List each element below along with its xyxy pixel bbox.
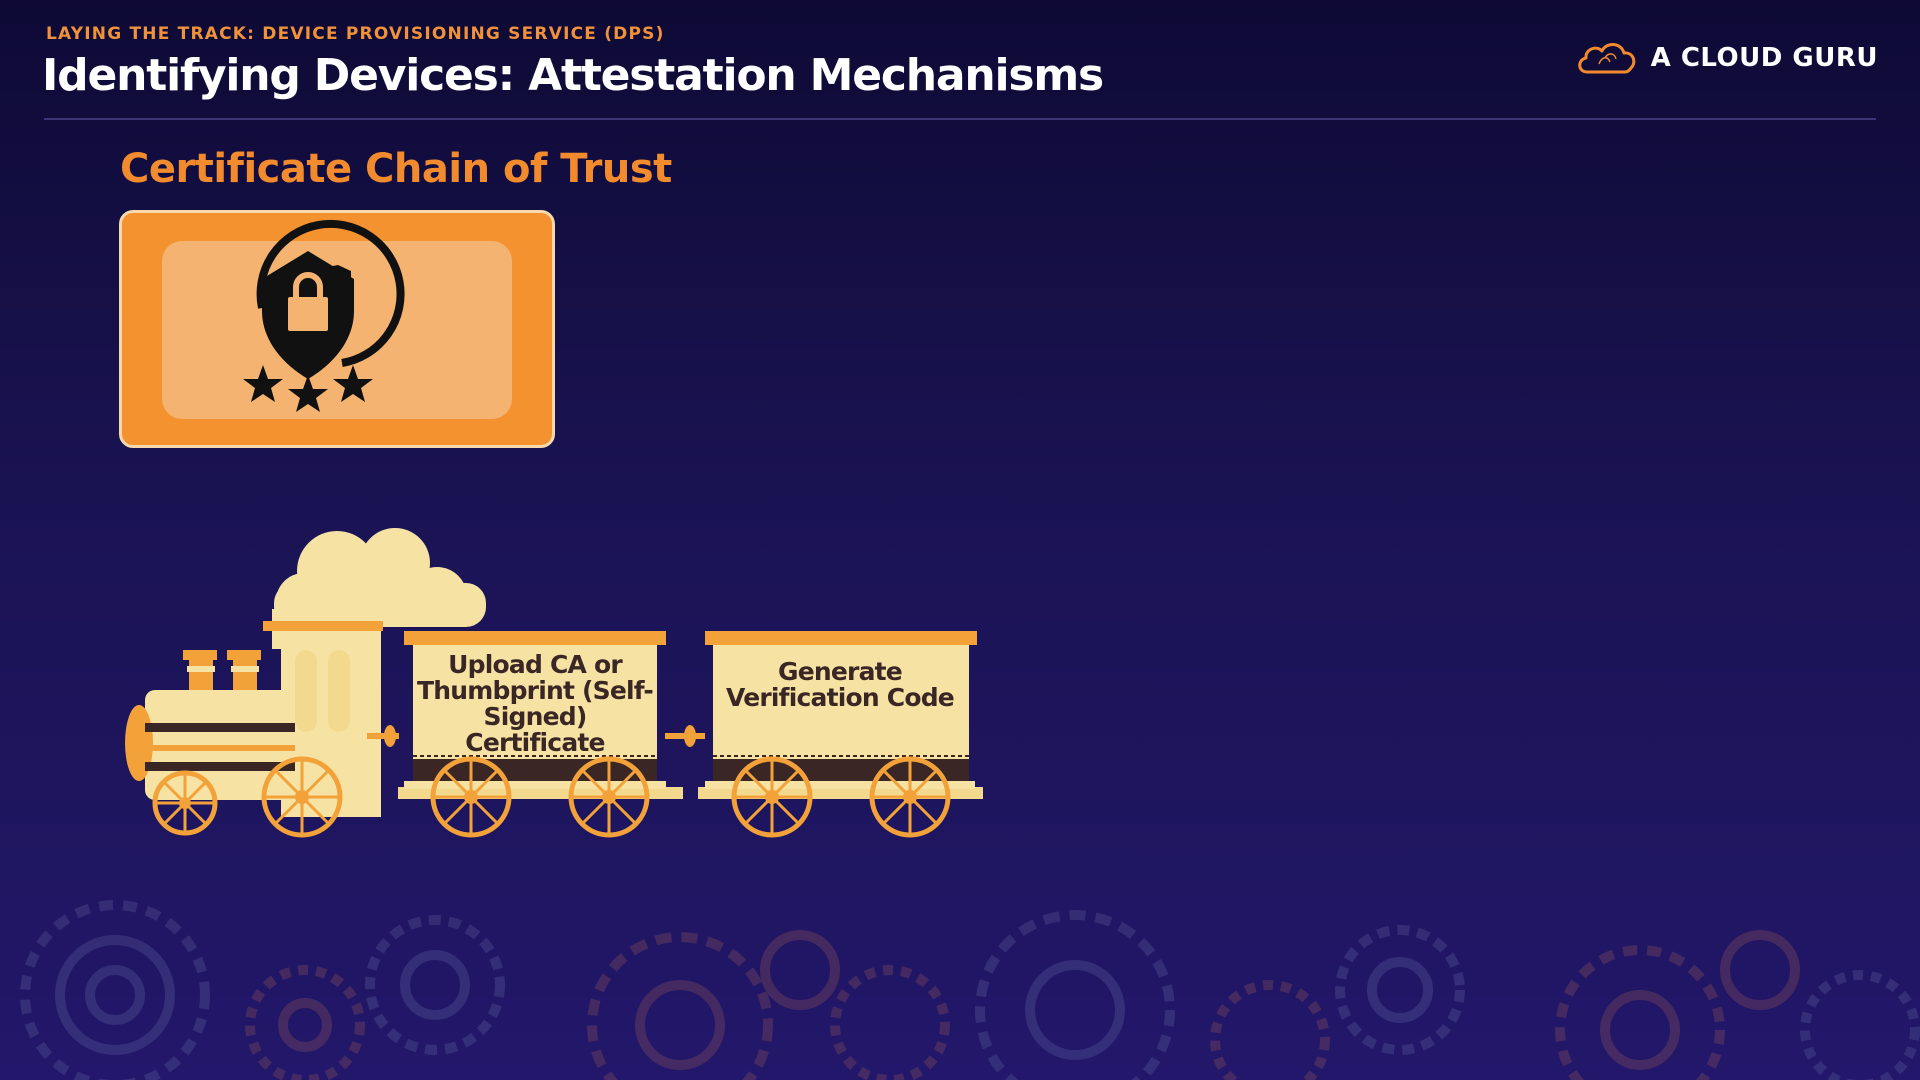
car-label-upload: Upload CA or Thumbprint (Self-Signed) Ce…: [416, 650, 654, 757]
train-illustration: [125, 528, 983, 838]
header-divider: [44, 118, 1876, 120]
shield-lock-stars-icon: [243, 219, 405, 412]
slide-eyebrow: LAYING THE TRACK: DEVICE PROVISIONING SE…: [46, 24, 665, 44]
section-title: Certificate Chain of Trust: [120, 146, 672, 192]
certificate-badge-card: [119, 210, 555, 448]
cloud-logo-icon: [1577, 43, 1635, 74]
train-car-verification: [698, 631, 983, 799]
brand-logo: A CLOUD GURU: [1575, 38, 1878, 78]
brand-name: A CLOUD GURU: [1650, 43, 1878, 73]
slide-title: Identifying Devices: Attestation Mechani…: [42, 50, 1104, 101]
decorative-gears: [20, 900, 1920, 1080]
locomotive: [125, 621, 383, 817]
car-label-verification: Generate Verification Code: [726, 657, 955, 712]
